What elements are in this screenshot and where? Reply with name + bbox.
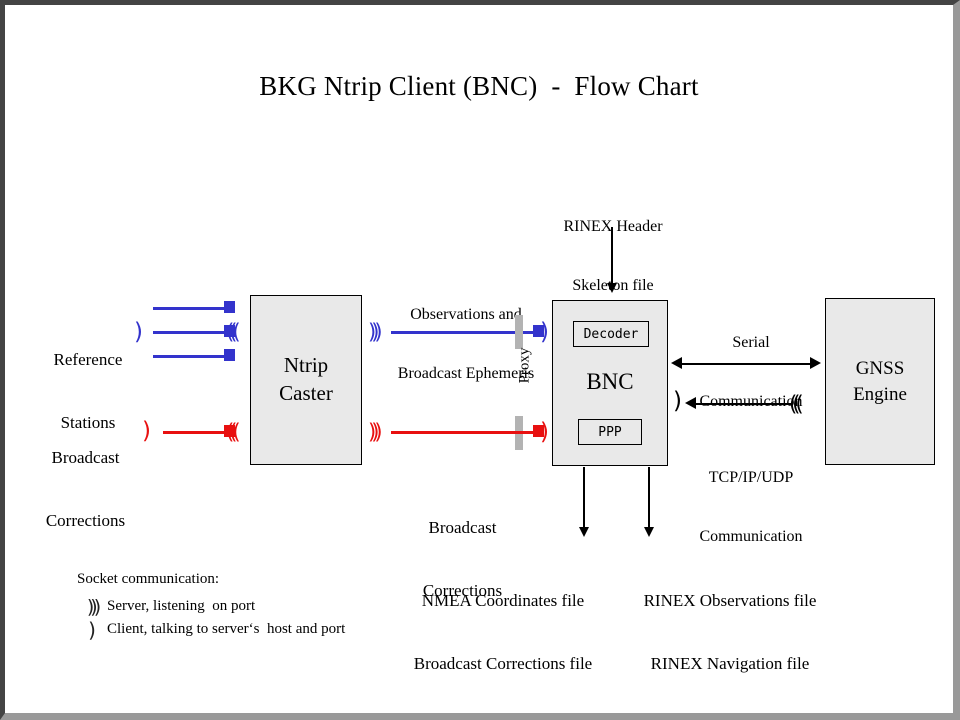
server-socket-icon-gnss-tcpip: ))) bbox=[794, 392, 804, 416]
server-socket-icon-caster-obs: ))) bbox=[231, 320, 241, 344]
arrow-head-serial-right bbox=[810, 357, 821, 369]
label-outputs-right-line2: RINEX Navigation file bbox=[650, 654, 810, 674]
label-tcpip-communication-line2: Communication bbox=[699, 528, 803, 546]
arrow-head-outputs-right bbox=[644, 527, 654, 537]
label-outputs-left-line1: NMEA Coordinates file bbox=[421, 591, 585, 611]
legend: Socket communication: ))) Server, listen… bbox=[77, 571, 346, 642]
arrow-line-refstation-3 bbox=[153, 355, 225, 358]
arrow-line-rinex-skeleton bbox=[611, 227, 613, 285]
label-broadcast-corrections-mid-line1: Broadcast bbox=[428, 518, 497, 538]
label-tcpip-communication-line1: TCP/IP/UDP bbox=[708, 468, 794, 486]
arrow-head-refstation-3 bbox=[224, 349, 235, 361]
arrow-head-broadcast-corrections bbox=[224, 425, 235, 437]
label-serial-communication-line2: Communication bbox=[699, 393, 803, 411]
node-bnc-decoder[interactable]: Decoder bbox=[573, 321, 649, 347]
client-socket-icon-reference-stations: ) bbox=[134, 319, 143, 345]
proxy-bar-top bbox=[515, 315, 523, 349]
arrow-line-tcpip bbox=[695, 403, 793, 405]
label-serial-communication-line1: Serial bbox=[732, 333, 770, 351]
server-socket-icon-caster-out-corrections: ))) bbox=[368, 420, 382, 444]
label-proxy: Proxy bbox=[516, 347, 533, 384]
arrow-line-broadcast-corrections bbox=[163, 431, 225, 434]
arrow-line-refstation-2 bbox=[153, 331, 225, 334]
label-tcpip-communication: TCP/IP/UDP Communication bbox=[677, 428, 825, 587]
arrow-line-observations bbox=[391, 331, 535, 334]
label-outputs-left-line2: Broadcast Corrections file bbox=[413, 654, 593, 674]
arrow-head-observations bbox=[533, 325, 544, 337]
label-outputs-left: NMEA Coordinates file Broadcast Correcti… bbox=[403, 548, 603, 713]
legend-row-client: ) Client, talking to server‘s host and p… bbox=[77, 617, 346, 642]
label-broadcast-corrections-left-line2: Corrections bbox=[45, 511, 126, 531]
node-bnc-label: BNC bbox=[586, 369, 634, 394]
arrow-head-tcpip bbox=[685, 397, 696, 409]
node-ntrip-caster-line2: Caster bbox=[279, 381, 333, 405]
label-observations-ephemeris-line2: Broadcast Ephemeris bbox=[397, 365, 535, 383]
arrow-line-outputs-right bbox=[648, 467, 650, 529]
arrow-line-serial bbox=[681, 363, 811, 365]
arrow-head-refstation-1 bbox=[224, 301, 235, 313]
server-socket-icon-legend: ))) bbox=[86, 595, 101, 618]
client-socket-icon-bnc-corrections: ) bbox=[540, 419, 549, 445]
label-broadcast-corrections-mid-line2: Corrections bbox=[422, 581, 503, 601]
legend-title: Socket communication: bbox=[77, 571, 220, 587]
node-gnss-engine-line1: GNSS bbox=[855, 358, 905, 380]
arrow-head-outputs-left bbox=[579, 527, 589, 537]
node-gnss-engine[interactable]: GNSS Engine bbox=[825, 298, 935, 465]
arrow-line-refstation-1 bbox=[153, 307, 225, 310]
page-title: BKG Ntrip Client (BNC) - Flow Chart bbox=[259, 71, 699, 101]
client-socket-icon-broadcast-corrections: ) bbox=[142, 418, 151, 444]
label-observations-ephemeris: Observations and Broadcast Ephemeris bbox=[371, 265, 561, 424]
flowchart-canvas: BKG Ntrip Client (BNC) - Flow Chart Refe… bbox=[5, 5, 953, 713]
client-socket-icon-bnc-obs: ) bbox=[540, 319, 549, 345]
label-outputs-right-line1: RINEX Observations file bbox=[643, 591, 817, 611]
label-broadcast-corrections-left: Broadcast Corrections bbox=[23, 405, 148, 574]
node-ntrip-caster-line1: Ntrip bbox=[283, 353, 329, 378]
arrow-head-corrections-mid bbox=[533, 425, 544, 437]
node-ntrip-caster[interactable]: Ntrip Caster bbox=[250, 295, 362, 465]
arrow-head-refstation-2 bbox=[224, 325, 235, 337]
node-bnc-ppp[interactable]: PPP bbox=[578, 419, 642, 445]
label-rinex-skeleton-line1: RINEX Header bbox=[563, 217, 663, 235]
server-socket-icon-caster-out-obs: ))) bbox=[368, 320, 382, 344]
client-socket-icon-bnc-tcpip: ) bbox=[673, 388, 682, 414]
label-reference-stations: Reference Stations bbox=[33, 307, 143, 476]
label-reference-stations-line1: Reference bbox=[53, 350, 123, 370]
label-broadcast-corrections-left-line1: Broadcast bbox=[51, 448, 120, 468]
label-reference-stations-line2: Stations bbox=[60, 413, 116, 433]
legend-row-server: ))) Server, listening on port bbox=[77, 595, 345, 618]
label-broadcast-corrections-mid: Broadcast Corrections bbox=[385, 475, 540, 644]
arrow-line-outputs-left bbox=[583, 467, 585, 529]
server-socket-icon-caster-corrections: ))) bbox=[231, 420, 241, 444]
legend-server-text: Server, listening on port bbox=[107, 598, 256, 614]
label-outputs-right: RINEX Observations file RINEX Navigation… bbox=[630, 548, 830, 713]
node-gnss-engine-line2: Engine bbox=[853, 383, 907, 405]
label-serial-communication: Serial Communication bbox=[677, 293, 825, 452]
client-socket-icon-legend: ) bbox=[88, 617, 96, 642]
arrow-head-serial-left bbox=[671, 357, 682, 369]
arrow-line-corrections-mid bbox=[391, 431, 535, 434]
arrow-head-rinex-skeleton bbox=[607, 283, 617, 293]
legend-client-text: Client, talking to server‘s host and por… bbox=[107, 621, 346, 637]
